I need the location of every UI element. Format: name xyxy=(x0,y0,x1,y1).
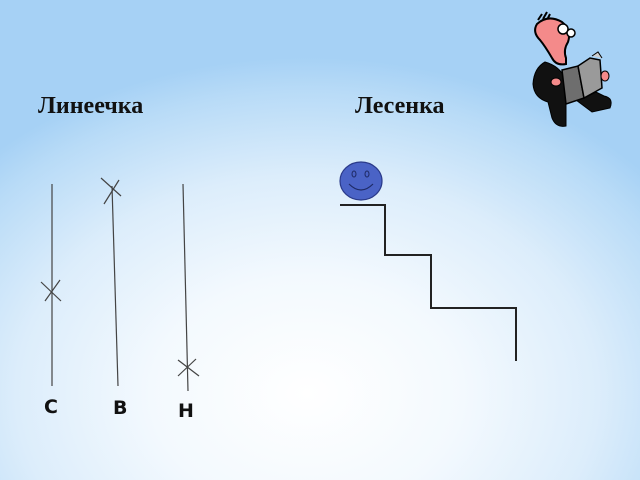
cross-mark-c xyxy=(40,279,62,302)
man-reading-book-icon xyxy=(532,11,612,127)
ruler-line-b xyxy=(100,177,122,387)
cross-mark-h xyxy=(177,358,200,377)
label-c: С xyxy=(44,396,58,418)
cross-mark-b xyxy=(100,177,122,205)
title-lesenka: Лесенка xyxy=(355,93,445,119)
ruler-line-h xyxy=(177,183,200,392)
ruler-line-c xyxy=(40,184,62,386)
smiley-face-icon xyxy=(339,161,383,201)
label-b: В xyxy=(113,397,128,419)
title-lineechka: Линеечка xyxy=(38,93,144,119)
label-h: Н xyxy=(178,400,194,422)
staircase xyxy=(340,204,517,361)
